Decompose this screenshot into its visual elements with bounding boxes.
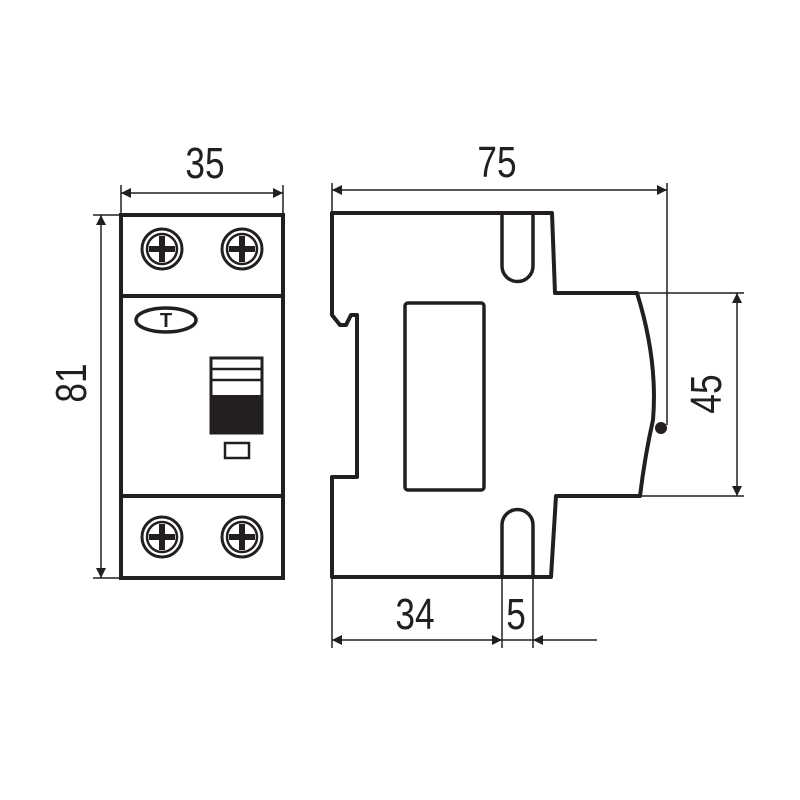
status-indicator-window xyxy=(223,441,251,460)
toggle-lever xyxy=(211,395,262,433)
bottom-mounting-slot xyxy=(500,507,535,577)
screw-terminal-icon xyxy=(140,227,184,271)
front-dimensions xyxy=(93,185,284,579)
screw-terminal-icon xyxy=(220,515,264,559)
width-dimension-label: 35 xyxy=(185,139,224,188)
front-height-dimension-label: 45 xyxy=(682,374,731,413)
front-view: T xyxy=(119,213,285,580)
depth-dimension-label: 75 xyxy=(477,138,516,187)
screw-terminal-icon xyxy=(220,227,264,271)
side-body-outline xyxy=(330,211,656,579)
side-view xyxy=(330,211,667,579)
toggle-pivot-dot xyxy=(655,422,667,434)
side-dimensions xyxy=(331,183,744,648)
screw-terminal-icon xyxy=(140,515,184,559)
top-mounting-slot xyxy=(500,213,535,284)
slot-width-dimension-label: 5 xyxy=(506,590,526,639)
test-button-outline xyxy=(134,306,198,334)
height-dimension-label: 81 xyxy=(47,363,96,402)
label-window xyxy=(403,301,486,492)
test-button-label: T xyxy=(160,310,172,332)
front-body xyxy=(119,213,285,580)
rail-offset-dimension-label: 34 xyxy=(395,590,434,639)
